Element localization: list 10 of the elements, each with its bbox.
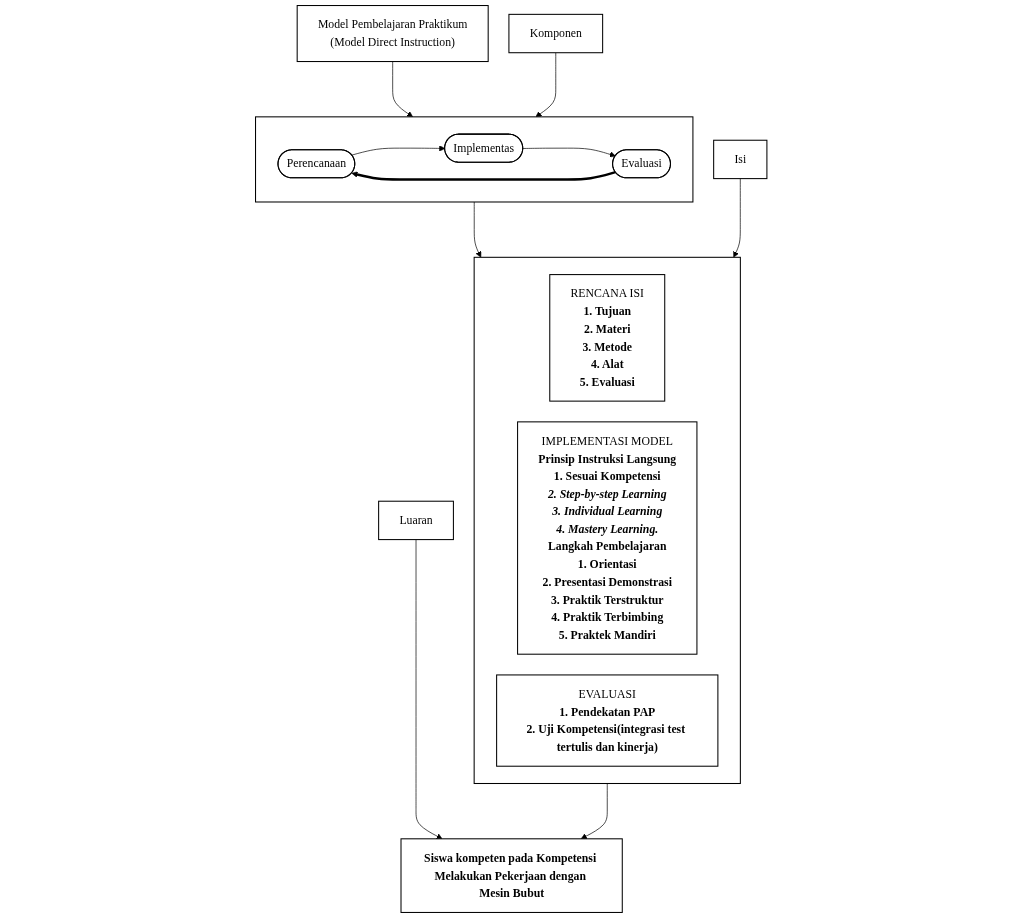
node-box: IMPLEMENTASI MODEL Prinsip Instruksi Langsung 1. Sesuai Kompetensi 2. Step-by-step Learning 3. Individual Learning 4. Mastery Learning. Langkah Pembelajaran 1. Orientasi 2. Presentasi Demonstrasi 3. Praktik Terstruktur 4. Praktik Terbimbing 5. Praktek Mandiri — [517, 421, 698, 655]
cluster — [255, 116, 694, 203]
node-box: Komponen — [508, 13, 604, 54]
cluster — [473, 256, 742, 784]
node-box: Isi — [713, 139, 768, 180]
node-box: Luaran — [378, 500, 455, 541]
node-box: Model Pembelajaran Praktikum (Model Direct Instruction) — [296, 5, 489, 63]
node-box: Siswa kompeten pada Kompetensi Melakukan Pekerjaan dengan Mesin Bubut — [400, 838, 624, 913]
node-box: RENCANA ISI 1. Tujuan 2. Materi 3. Metode 4. Alat 5. Evaluasi — [549, 274, 666, 402]
node-box: EVALUASI 1. Pendekatan PAP 2. Uji Kompetensi(integrasi test tertulis dan kinerja) — [496, 674, 719, 767]
